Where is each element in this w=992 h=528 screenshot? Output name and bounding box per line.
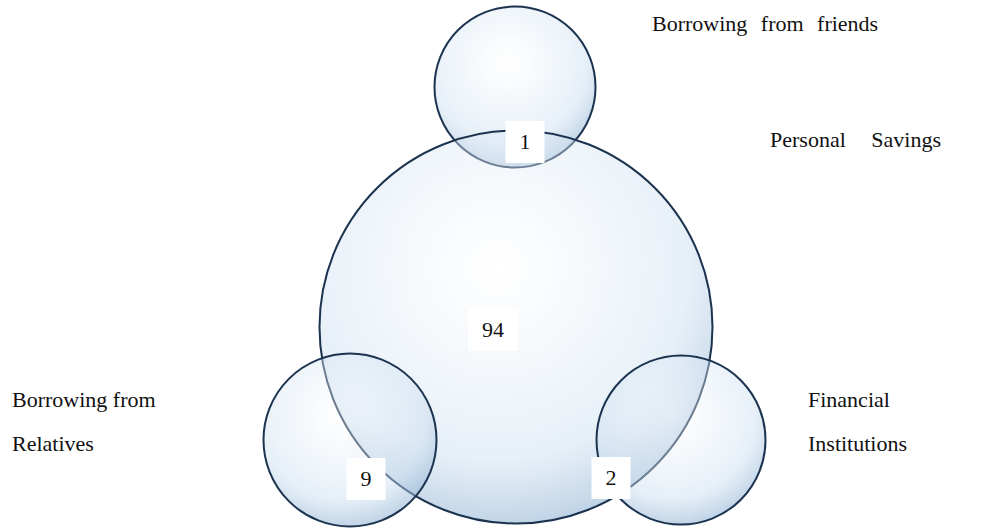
circle-label: Borrowing from friends	[652, 2, 982, 46]
circle-label: Borrowing from Relatives	[12, 378, 172, 466]
venn-circle: Financial Institutions2	[595, 354, 767, 526]
count-number: 94	[468, 309, 518, 351]
circle-outline	[262, 352, 438, 528]
venn-circle: Borrowing from Relatives9	[262, 352, 438, 528]
count-number: 2	[592, 457, 631, 499]
circle-label: Financial Institutions	[808, 378, 978, 466]
count-number: 1	[506, 121, 545, 163]
circle-outline	[595, 354, 767, 526]
circle-label: Personal Savings	[770, 118, 985, 162]
count-number: 9	[347, 458, 386, 500]
